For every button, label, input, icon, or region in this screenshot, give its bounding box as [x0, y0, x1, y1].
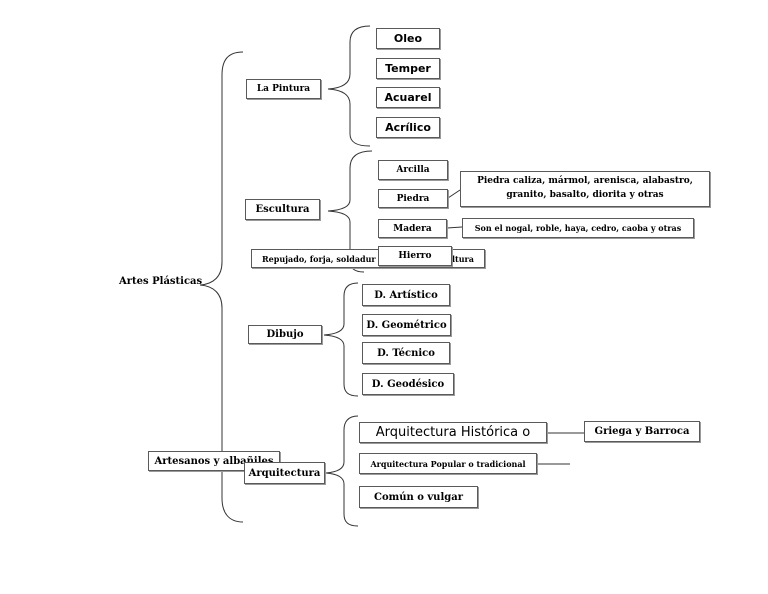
piedra-description: Piedra caliza, mármol, arenisca, alabast…: [460, 171, 710, 207]
pintura-item-acuarel: Acuarel: [376, 87, 440, 108]
piedra-connector: [447, 189, 461, 199]
historica-description: Griega y Barroca: [584, 421, 700, 442]
escultura-piedra: Piedra: [378, 189, 448, 208]
madera-description: Son el nogal, roble, haya, cedro, caoba …: [462, 218, 694, 238]
escultura-node: Escultura: [245, 199, 320, 220]
pintura-item-oleo: Oleo: [376, 28, 440, 49]
root-label: Artes Plásticas: [119, 276, 203, 287]
pintura-item-acrilico: Acrílico: [376, 117, 440, 138]
dibujo-item-geometrico: D. Geométrico: [362, 314, 451, 336]
arquitectura-brace: [325, 415, 359, 527]
arquitectura-popular: Arquitectura Popular o tradicional: [359, 453, 537, 474]
pintura-item-temper: Temper: [376, 58, 440, 79]
pintura-brace: [327, 25, 371, 147]
arquitectura-historica: Arquitectura Histórica o: [359, 422, 547, 443]
pintura-node: La Pintura: [246, 79, 321, 99]
main-brace: [199, 51, 244, 523]
escultura-madera: Madera: [378, 219, 447, 238]
arquitectura-comun: Común o vulgar: [359, 486, 478, 508]
hierro-description-right: ltura: [452, 253, 474, 264]
dibujo-item-geodesico: D. Geodésico: [362, 373, 454, 395]
escultura-hierro: Hierro: [378, 246, 452, 266]
dibujo-item-tecnico: D. Técnico: [362, 342, 450, 364]
madera-connector: [446, 226, 463, 229]
hierro-description-left: Repujado, forja, soldadur: [262, 253, 376, 264]
dibujo-item-artistico: D. Artístico: [362, 284, 450, 306]
arquitectura-node: Arquitectura: [244, 462, 325, 484]
escultura-arcilla: Arcilla: [378, 160, 448, 180]
dibujo-node: Dibujo: [248, 325, 322, 344]
dibujo-brace: [323, 282, 359, 397]
